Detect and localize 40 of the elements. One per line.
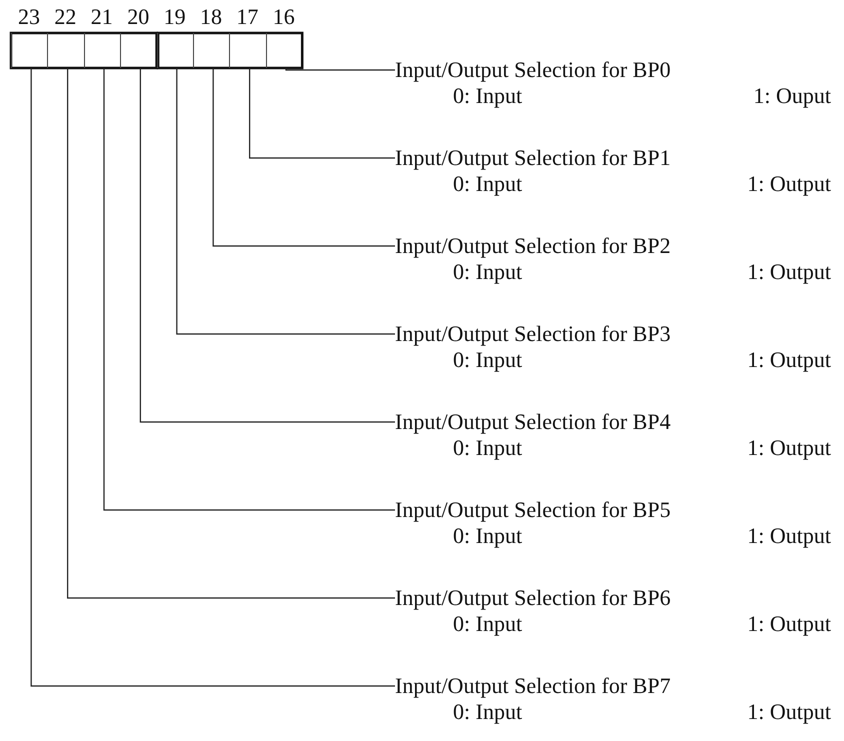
bit-description: Input/Output Selection for BP1 <box>395 145 672 171</box>
bit-value-option: 0: Input <box>453 83 522 109</box>
bit-description: Input/Output Selection for BP7 <box>395 673 672 699</box>
leader-line <box>249 68 395 159</box>
bit-value-option: 1: Output <box>747 171 831 197</box>
bit-number: 23 <box>17 4 41 30</box>
bit-value-option: 0: Input <box>453 171 522 197</box>
bit-value-option: 0: Input <box>453 435 522 461</box>
leader-line <box>30 68 395 687</box>
bit-value-option: 0: Input <box>453 259 522 285</box>
bit-value-option: 1: Output <box>747 435 831 461</box>
leader-line <box>176 68 395 335</box>
bit-description: Input/Output Selection for BP0 <box>395 57 672 83</box>
bit-value-option: 1: Output <box>747 259 831 285</box>
bit-number: 21 <box>90 4 114 30</box>
bit-value-option: 1: Ouput <box>753 83 831 109</box>
bit-value-option: 1: Output <box>747 523 831 549</box>
bit-number: 22 <box>53 4 78 30</box>
bit-value-option: 0: Input <box>453 699 522 725</box>
bit-value-option: 1: Output <box>747 347 831 373</box>
bit-number: 18 <box>199 4 223 30</box>
bit-description: Input/Output Selection for BP2 <box>395 233 672 259</box>
leader-line <box>285 68 395 71</box>
bit-description: Input/Output Selection for BP5 <box>395 497 672 523</box>
bit-value-option: 1: Output <box>747 699 831 725</box>
bit-number: 16 <box>272 4 296 30</box>
bit-number: 20 <box>126 4 150 30</box>
bit-number: 17 <box>235 4 260 30</box>
bit-value-option: 0: Input <box>453 347 522 373</box>
leader-line <box>140 68 395 423</box>
bit-description: Input/Output Selection for BP3 <box>395 321 672 347</box>
bit-description: Input/Output Selection for BP4 <box>395 409 672 435</box>
bit-value-option: 0: Input <box>453 523 522 549</box>
bit-number: 19 <box>162 4 187 30</box>
leader-line <box>212 68 395 247</box>
leader-line <box>67 68 395 599</box>
bit-value-option: 0: Input <box>453 611 522 637</box>
bit-description: Input/Output Selection for BP6 <box>395 585 672 611</box>
leader-line <box>103 68 395 511</box>
bit-value-option: 1: Output <box>747 611 831 637</box>
